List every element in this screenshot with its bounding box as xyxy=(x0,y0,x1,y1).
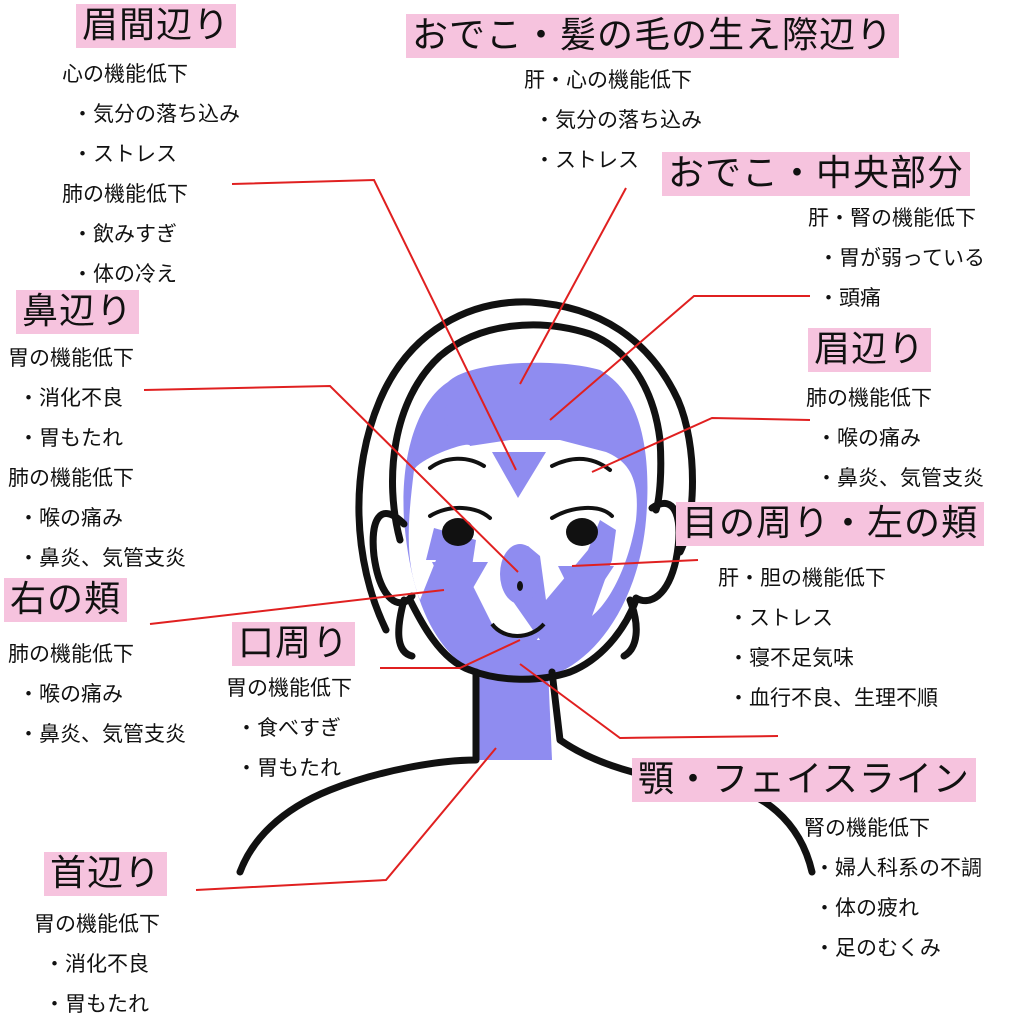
list-item: ・鼻炎、気管支炎 xyxy=(18,546,186,570)
hair-strand-left xyxy=(395,596,416,660)
leader-mouth xyxy=(380,639,521,669)
hair-strand-right xyxy=(620,596,640,660)
heading: 肝・胆の機能低下 xyxy=(718,566,886,590)
left-eye xyxy=(566,518,598,546)
title-eye-left-cheek: 目の周り・左の頬 xyxy=(676,502,985,546)
block-nose: 胃の機能低下 ・消化不良 ・胃もたれ 肺の機能低下 ・喉の痛み ・鼻炎、気管支炎 xyxy=(8,338,186,578)
list-item: ・喉の痛み xyxy=(18,506,123,530)
title-forehead-center: おでこ・中央部分 xyxy=(662,152,971,196)
neck-left-line xyxy=(236,668,480,876)
leader-eye-cheek xyxy=(571,559,699,567)
nose-dot xyxy=(517,581,523,591)
list-item: ・喉の痛み xyxy=(18,682,123,706)
mouth-line xyxy=(490,622,546,638)
block-mouth: 胃の機能低下 ・食べすぎ ・胃もたれ xyxy=(226,668,352,788)
list-item: ・寝不足気味 xyxy=(728,646,854,670)
list-item: ・胃もたれ xyxy=(44,992,149,1016)
right-eyebrow xyxy=(428,456,486,470)
heading: 肝・心の機能低下 xyxy=(524,68,692,92)
title-eyebrow: 眉辺り xyxy=(808,328,932,372)
list-item: ・ストレス xyxy=(534,148,639,172)
list-item: ・飲みすぎ xyxy=(72,222,177,246)
neck-zone xyxy=(476,668,552,760)
block-forehead-center: 肝・腎の機能低下 ・胃が弱っている ・頭痛 xyxy=(808,198,985,318)
leader-right-cheek xyxy=(149,589,445,625)
list-item: ・ストレス xyxy=(72,142,177,166)
list-item: ・体の疲れ xyxy=(814,896,919,920)
title-neck: 首辺り xyxy=(44,852,168,896)
left-eye-lid xyxy=(550,505,614,520)
block-forehead-hairline: 肝・心の機能低下 ・気分の落ち込み ・ストレス xyxy=(524,60,702,180)
title-right-cheek: 右の頬 xyxy=(4,578,128,622)
list-item: ・気分の落ち込み xyxy=(534,108,702,132)
heading: 肺の機能低下 xyxy=(806,386,932,410)
list-item: ・体の冷え xyxy=(72,262,177,286)
face-mask xyxy=(408,440,637,640)
heading: 腎の機能低下 xyxy=(804,816,930,840)
list-item: ・頭痛 xyxy=(818,286,881,310)
list-item: ・胃もたれ xyxy=(236,756,341,780)
leader-neck xyxy=(195,747,497,891)
heading: 肺の機能低下 xyxy=(8,642,134,666)
heading: 胃の機能低下 xyxy=(34,912,160,936)
heading: 心の機能低下 xyxy=(62,62,188,86)
block-eyebrow: 肺の機能低下 ・喉の痛み ・鼻炎、気管支炎 xyxy=(806,378,984,498)
title-nose: 鼻辺り xyxy=(16,290,140,334)
right-eye-lid xyxy=(428,505,492,520)
list-item: ・鼻炎、気管支炎 xyxy=(18,722,186,746)
block-jaw: 腎の機能低下 ・婦人科系の不調 ・体の疲れ ・足のむくみ xyxy=(804,808,982,968)
list-item: ・血行不良、生理不順 xyxy=(728,686,938,710)
left-ear-outline xyxy=(369,510,416,607)
leader-forehead-center xyxy=(549,295,810,421)
list-item: ・鼻炎、気管支炎 xyxy=(816,466,984,490)
hair-inner-outline xyxy=(389,321,665,544)
list-item: ・婦人科系の不調 xyxy=(814,856,982,880)
title-forehead-hairline: おでこ・髪の毛の生え際辺り xyxy=(406,14,900,58)
hair-outer-outline xyxy=(355,298,696,634)
list-item: ・喉の痛み xyxy=(816,426,921,450)
title-brow-between: 眉間辺り xyxy=(76,4,237,48)
list-item: ・食べすぎ xyxy=(236,716,341,740)
right-ear-outline xyxy=(632,499,683,605)
block-right-cheek: 肺の機能低下 ・喉の痛み ・鼻炎、気管支炎 xyxy=(8,634,186,754)
forehead-center-zone xyxy=(444,398,614,432)
heading: 肝・腎の機能低下 xyxy=(808,206,976,230)
heading: 肺の機能低下 xyxy=(62,182,188,206)
leader-forehead-hairline xyxy=(519,187,627,385)
heading: 胃の機能低下 xyxy=(226,676,352,700)
list-item: ・消化不良 xyxy=(44,952,149,976)
block-eye-left-cheek: 肝・胆の機能低下 ・ストレス ・寝不足気味 ・血行不良、生理不順 xyxy=(718,558,938,718)
block-neck: 胃の機能低下 ・消化不良 ・胃もたれ xyxy=(34,904,160,1024)
list-item: ・胃もたれ xyxy=(18,426,123,450)
title-jaw: 顎・フェイスライン xyxy=(632,758,976,802)
leader-eyebrow xyxy=(591,416,811,473)
leader-nose xyxy=(143,384,519,573)
leader-brow-between xyxy=(231,178,517,471)
block-brow-between: 心の機能低下 ・気分の落ち込み ・ストレス 肺の機能低下 ・飲みすぎ ・体の冷え xyxy=(62,54,240,294)
nose-zone xyxy=(500,544,540,604)
title-mouth: 口周り xyxy=(232,622,356,666)
heading: 胃の機能低下 xyxy=(8,346,134,370)
jaw-outline xyxy=(406,596,640,683)
list-item: ・気分の落ち込み xyxy=(72,102,240,126)
right-cheek-zone xyxy=(432,562,488,614)
heading: 肺の機能低下 xyxy=(8,466,134,490)
list-item: ・ストレス xyxy=(728,606,833,630)
brow-between-zone xyxy=(492,452,546,498)
left-cheek-zone xyxy=(558,566,614,614)
leader-jaw xyxy=(519,663,779,740)
list-item: ・足のむくみ xyxy=(814,936,941,960)
list-item: ・消化不良 xyxy=(18,386,123,410)
right-eye xyxy=(442,518,474,546)
list-item: ・胃が弱っている xyxy=(818,246,985,270)
hairline-zone xyxy=(512,366,548,392)
